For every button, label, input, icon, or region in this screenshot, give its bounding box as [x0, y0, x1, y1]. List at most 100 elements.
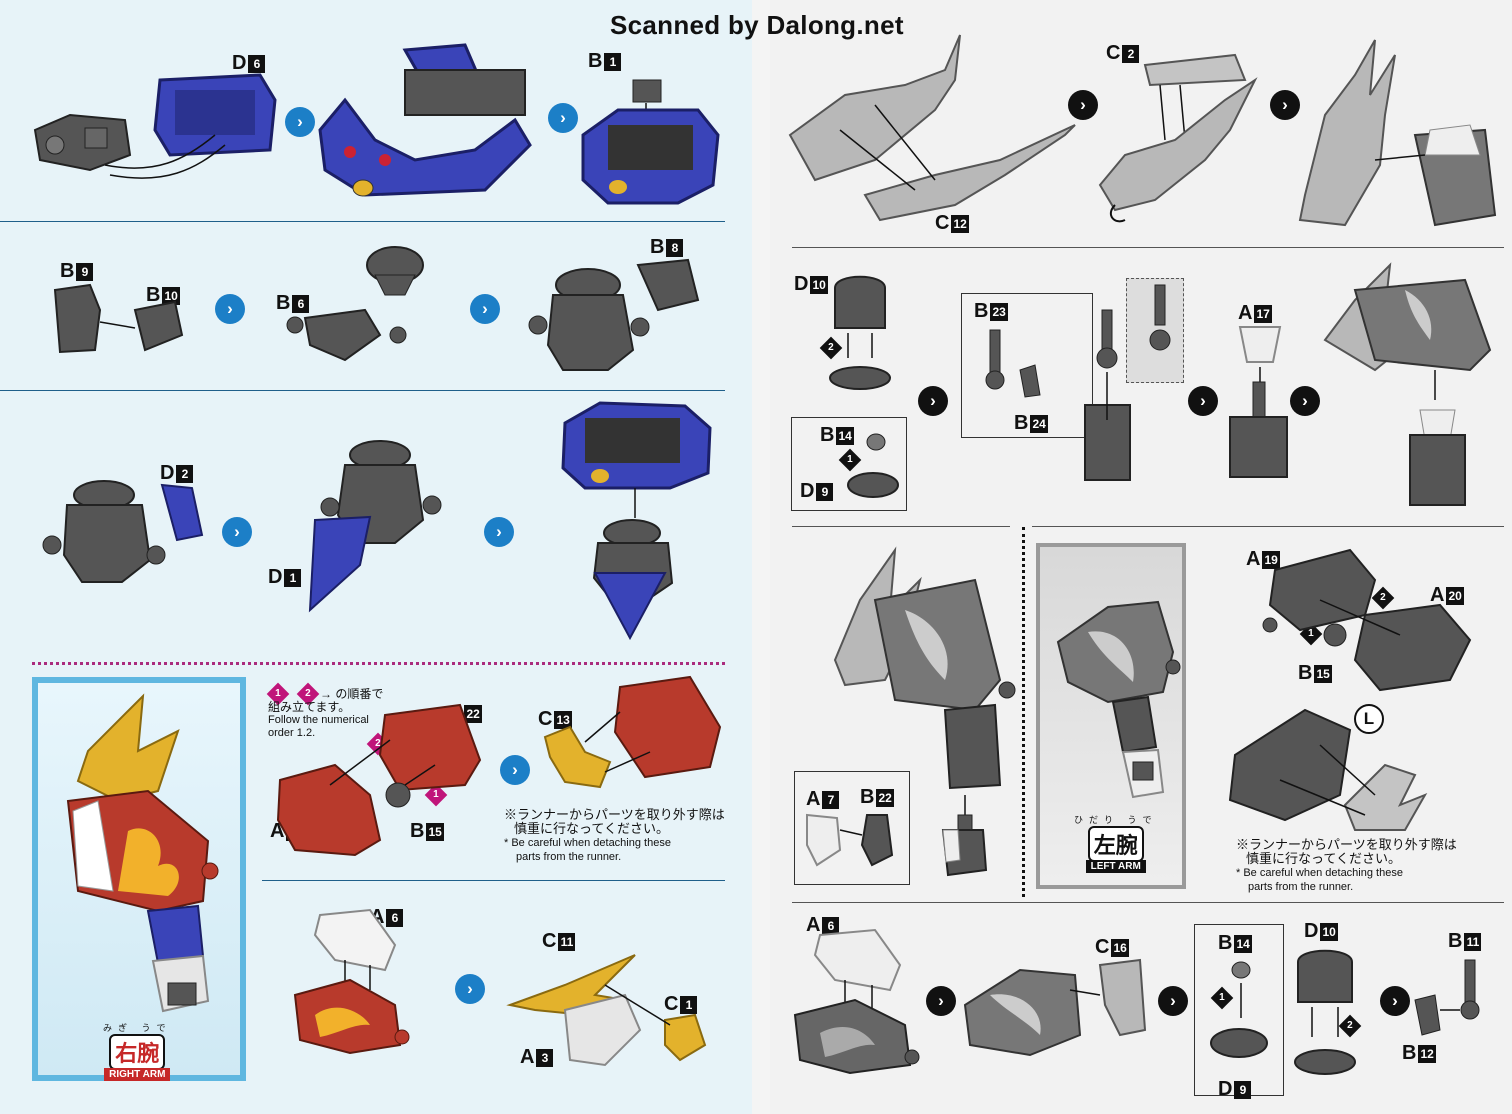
b9-b10-illustration — [53, 283, 184, 354]
watermark: Scanned by Dalong.net — [610, 10, 904, 40]
runner-note: ※ランナーからパーツを取り外す際は 慎重に行なってください。 * Be care… — [504, 808, 744, 864]
b23-b24-illustration — [985, 329, 1041, 398]
next-step-arrow: › — [455, 974, 485, 1004]
section-divider — [0, 221, 725, 222]
b8-joint-illustration — [528, 258, 700, 371]
section-divider — [1032, 526, 1504, 527]
runner-note-en-1: * Be careful when detaching these — [504, 837, 671, 849]
runner-note-jp-2: 慎重に行なってください。 — [1246, 851, 1401, 866]
order-step-1: 1 — [296, 727, 303, 739]
order-note: → の順番で 組み立てます。 Follow the numerical orde… — [268, 688, 418, 740]
section-divider — [792, 247, 1504, 248]
c11-dragon-head-illustration — [506, 954, 707, 1067]
runner-note-jp-2: 慎重に行なってください。 — [514, 821, 669, 836]
frame-part-illustration — [33, 113, 132, 172]
dragon-head-parts-illustration — [788, 34, 1076, 222]
assembled-armor-b1-illustration — [581, 79, 720, 205]
next-step-arrow: › — [1068, 90, 1098, 120]
section-divider — [792, 902, 1504, 903]
next-step-arrow: › — [918, 386, 948, 416]
next-step-arrow: › — [500, 755, 530, 785]
next-step-arrow: › — [484, 517, 514, 547]
order-step-2: 2 — [305, 727, 313, 739]
b14-d9-illustration — [847, 433, 899, 498]
next-step-arrow: › — [1290, 386, 1320, 416]
sub-assembly-box — [791, 417, 907, 511]
d2-joint-illustration — [42, 480, 204, 583]
attach-arrows — [104, 134, 226, 179]
order-note-jp-2: 組み立てます。 — [268, 700, 351, 714]
badge-ruby: みぎ うで — [103, 1023, 172, 1033]
section-divider — [0, 390, 725, 391]
d10-cap-illustration — [829, 275, 891, 390]
next-step-arrow: › — [1188, 386, 1218, 416]
next-step-arrow: › — [926, 986, 956, 1016]
dragon-head-arm-illustration — [1298, 39, 1497, 227]
right-arm-badge: みぎ うで 右腕 RIGHT ARM — [103, 1021, 172, 1081]
left-arm-render — [1056, 600, 1181, 799]
section-divider — [792, 526, 1010, 527]
right-arm-panel: みぎ うで 右腕 RIGHT ARM — [32, 677, 246, 1081]
dotted-divider — [1022, 527, 1025, 897]
runner-note-en-2: parts from the runner. — [516, 851, 622, 863]
a7-b22-hand-illustration — [806, 813, 894, 867]
d1-joint-illustration — [308, 440, 442, 613]
dragon-arm-with-forearm-illustration — [1323, 262, 1492, 506]
d10-cap-illustration — [1294, 949, 1356, 1075]
badge-kanji: 左腕 — [1087, 826, 1144, 862]
right-arm-render — [66, 693, 219, 1013]
badge-english: RIGHT ARM — [104, 1068, 171, 1081]
next-step-arrow: › — [285, 107, 315, 137]
next-step-arrow: › — [470, 294, 500, 324]
hand-attach-illustration — [941, 795, 988, 877]
runner-note-jp-1: ※ランナーからパーツを取り外す際は — [504, 807, 725, 822]
left-arm-badge: ひだり うで 左腕 LEFT ARM — [1074, 813, 1158, 873]
runner-note-en-2: parts from the runner. — [1248, 881, 1354, 893]
c14-armor-illustration — [1228, 708, 1428, 831]
order-note-en-1: Follow the numerical — [268, 714, 369, 726]
order-note-jp-1: → の順番で — [320, 687, 384, 701]
b14-d9-illustration — [1210, 961, 1268, 1058]
next-step-arrow: › — [548, 103, 578, 133]
c2-dragon-head-illustration — [1098, 53, 1258, 223]
section-divider — [262, 880, 725, 881]
a17-forearm-illustration — [1229, 326, 1288, 478]
c13-illustration — [543, 675, 722, 789]
sub-assembly-box — [961, 293, 1093, 438]
a6-red-armor-illustration — [293, 908, 410, 1055]
order-note-en-end: . — [312, 727, 316, 739]
badge-ruby: ひだり うで — [1074, 815, 1158, 825]
elbow-joint-illustration — [1084, 284, 1171, 481]
dotted-divider — [32, 662, 725, 665]
next-step-arrow: › — [1158, 986, 1188, 1016]
